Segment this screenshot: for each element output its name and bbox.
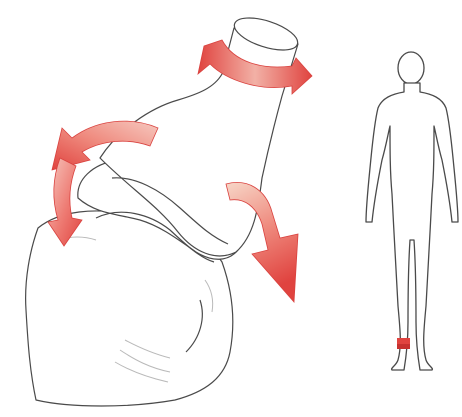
figure-head [398, 52, 424, 84]
figure-body [366, 83, 458, 370]
human-figure-icon [366, 52, 458, 370]
ankle-location-marker [397, 338, 410, 349]
